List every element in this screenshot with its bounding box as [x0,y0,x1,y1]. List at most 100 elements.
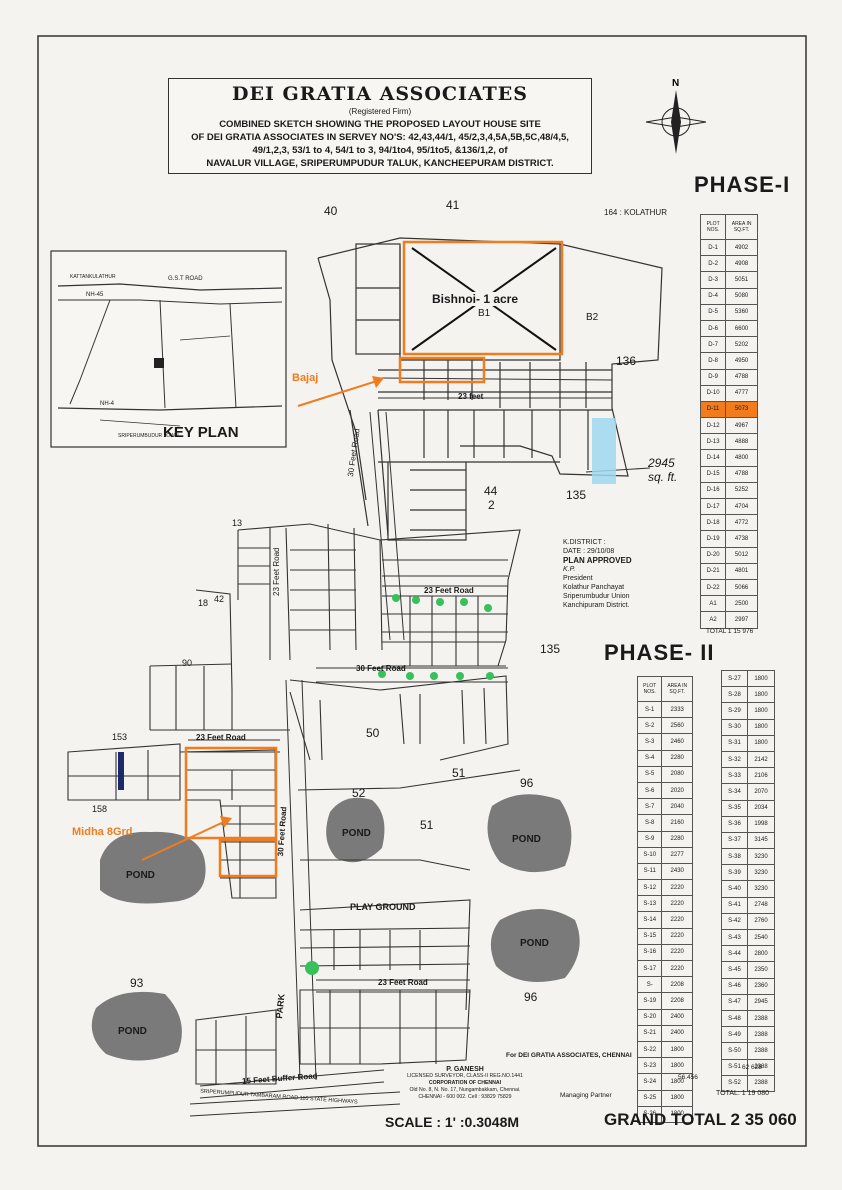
north-arrow-icon: N [645,78,707,154]
road-label: 23 Feet Road [424,586,474,595]
plot-area-cell: 2500 [725,595,758,613]
title-line: OF DEI GRATIA ASSOCIATES IN SERVEY NO'S:… [191,132,569,143]
survey-number: 41 [446,198,460,212]
stamp-line: Sriperumbudur Union [563,593,630,600]
plot-number-cell: S-43 [721,928,748,947]
plot-area-cell: 2160 [661,814,693,832]
surveyor-line: P. GANESH [446,1066,484,1073]
plot-number-cell: S-9 [636,830,663,848]
plot-area-cell: 2220 [661,911,693,929]
bajaj-arrow [297,379,381,407]
survey-number: 153 [112,732,128,742]
plot-number-cell: S-21 [636,1024,663,1042]
survey-number: 40 [324,204,338,218]
plot-number-cell: D-17 [699,497,727,516]
pond-shape [490,909,580,982]
midha-arrow [141,819,229,861]
sheet-border [37,35,807,1147]
plot-number-cell: S-22 [636,1040,663,1059]
plot-number-cell: D-22 [699,578,727,597]
road-label: 23 Feet Road [378,978,428,987]
phase1-title: PHASE-I [694,172,791,197]
survey-number: 90 [182,658,193,668]
plot-number-cell: D-7 [699,336,727,354]
survey-number: 51 [452,766,466,780]
plot-number-cell: D-11 [699,400,727,419]
plot-area-cell: 4908 [725,255,758,273]
plot-area-cell: 3230 [747,864,775,882]
plot-number-cell: D-19 [699,530,727,548]
approval-stamp: K.DISTRICT : DATE : 29/10/08 PLAN APPROV… [563,538,667,610]
plot-number-cell: S-1 [636,700,663,719]
survey-number: 13 [232,518,243,528]
plot-number-cell: S-13 [636,895,663,913]
survey-number: 93 [130,976,144,990]
plot-number-cell: D-16 [699,481,727,500]
survey-number: 135 [566,488,587,502]
surveyor-line: Old No. 8, N. No. 17, Nungambakkam, Chen… [409,1087,521,1093]
surveyor-line: LICENSED SURVEYOR, CLASS-II REG.NO.1441 [407,1073,523,1079]
plot-number-cell: D-6 [699,319,727,338]
plot-area-cell: 3145 [747,831,775,850]
plot-area-cell: 2220 [661,943,693,962]
plot-number-cell: D-21 [699,562,727,580]
plot-area-cell: 4967 [725,417,758,435]
plot-area-cell: 5012 [725,546,758,564]
plot-number-cell: D-12 [699,417,727,435]
pond-shape [487,794,572,873]
plot-number-cell: S-7 [636,798,663,816]
phase2-right-total: 62 628 [742,1064,762,1071]
plot-area-cell: 2070 [747,783,775,801]
plot-number-cell: S-30 [721,718,748,736]
plot-number-cell: S-52 [721,1074,748,1092]
road-lines [188,377,613,1117]
sqft-note: 2945 sq. ft. [648,456,678,484]
plot-number-cell: S-34 [721,783,748,801]
survey-number: 96 [524,990,538,1004]
plot-area-cell: 1800 [747,734,775,752]
survey-number: 96 [520,776,534,790]
plot-number-cell: S-48 [721,1009,748,1028]
playground-label: PLAY GROUND [350,902,416,912]
plot-number-cell: D-18 [699,514,727,532]
plot-area-cell: 2748 [747,896,775,914]
road-label: 23 feet [458,392,484,401]
plot-number-cell: S-50 [721,1042,748,1060]
plot-s47-highlight [592,418,616,484]
plot-area-cell: 2388 [747,1074,775,1092]
plot-number-cell: S-6 [636,781,663,800]
survey-number: 2 [488,498,495,512]
plot-area-cell: 1800 [661,1040,693,1059]
plot-number-cell: S-10 [636,846,663,864]
plot-number-cell: S-40 [721,880,748,898]
stamp-line: DATE : 29/10/08 [563,548,615,555]
plot-area-cell: 4800 [725,449,758,467]
plot-area-cell: 2350 [747,961,775,979]
plot-area-cell: 2400 [661,1024,693,1042]
plot-number-cell: D-20 [699,546,727,564]
key-road-label: NH-4 [100,401,115,407]
plot-area-cell: 1800 [747,686,775,704]
plot-area-cell: 1800 [661,1105,693,1123]
title-line: NAVALUR VILLAGE, SRIPERUMPUDUR TALUK, KA… [206,158,554,169]
pond-shape [326,797,385,863]
